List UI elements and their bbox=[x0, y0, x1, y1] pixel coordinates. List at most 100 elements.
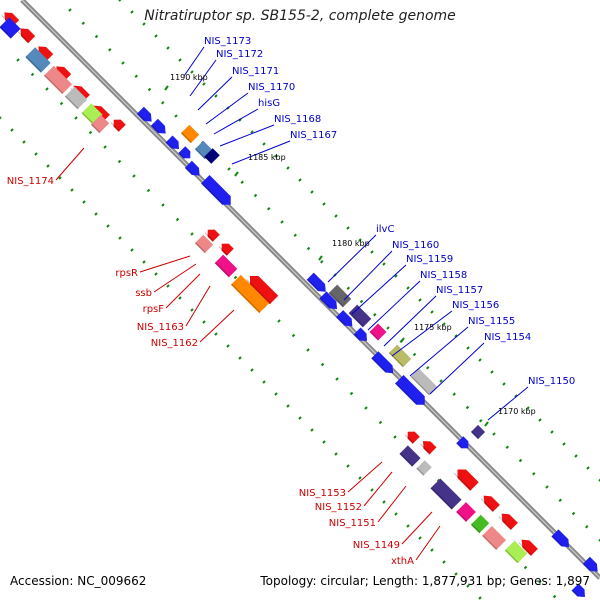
tick-mark bbox=[94, 212, 98, 216]
leader-reverse bbox=[185, 285, 211, 327]
forward-box-b0 bbox=[180, 124, 200, 144]
tick-mark bbox=[306, 348, 310, 352]
kbp-tick bbox=[164, 85, 169, 91]
tick-mark bbox=[240, 180, 244, 184]
tick-mark bbox=[454, 334, 458, 338]
reverse-gene-c0-shade bbox=[204, 232, 214, 242]
tick-mark bbox=[492, 432, 496, 436]
tick-mark bbox=[426, 366, 430, 370]
tick-mark bbox=[558, 498, 562, 502]
reverse-gene-a6-shape bbox=[113, 119, 126, 132]
forward-gene-f0 bbox=[456, 436, 469, 449]
gene-label-reverse: rpsF bbox=[143, 304, 165, 315]
reverse-box-a1-shade bbox=[44, 74, 64, 94]
reverse-box-a4 bbox=[90, 114, 110, 134]
reverse-gene-a4-shape bbox=[73, 85, 90, 102]
tick-mark bbox=[88, 130, 93, 135]
reverse-gene-e5-shape bbox=[521, 539, 538, 556]
forward-gene-d4 bbox=[371, 351, 394, 374]
tick-mark bbox=[274, 154, 278, 158]
tick-mark bbox=[334, 452, 338, 456]
tick-mark bbox=[81, 21, 85, 25]
tick-mark bbox=[359, 299, 364, 304]
tick-mark bbox=[346, 464, 350, 468]
forward-gene-d5-shape bbox=[395, 375, 425, 405]
tick-mark bbox=[227, 167, 231, 171]
forward-gene-f2-shade bbox=[551, 535, 563, 547]
leader-forward bbox=[383, 295, 437, 347]
forward-gene-f1-shape bbox=[470, 424, 486, 440]
tick-mark bbox=[142, 260, 146, 264]
topology-label: Topology: circular; Length: 1,877,931 bp… bbox=[260, 574, 590, 588]
reverse-gene-a3-shape bbox=[56, 66, 72, 82]
tick-mark bbox=[130, 248, 134, 252]
forward-gene-f1-shade bbox=[471, 430, 480, 439]
tick-mark bbox=[526, 406, 530, 410]
tick-mark bbox=[132, 174, 136, 178]
kbp-tick bbox=[318, 255, 323, 261]
tick-mark bbox=[370, 250, 374, 254]
gene-label-reverse: NIS_1162 bbox=[151, 338, 198, 349]
tick-mark bbox=[598, 478, 600, 482]
tick-mark bbox=[523, 565, 528, 570]
forward-gene-d0 bbox=[306, 272, 326, 292]
leader-forward bbox=[231, 140, 291, 165]
tick-mark bbox=[16, 58, 20, 62]
reverse-gene-e2 bbox=[453, 469, 479, 491]
kbp-tick bbox=[234, 171, 239, 177]
reverse-box-e3-shade bbox=[456, 510, 468, 522]
reverse-box-e4-shade bbox=[471, 523, 481, 533]
forward-box-d3-shade bbox=[389, 352, 404, 367]
gene-label-reverse: xthA bbox=[391, 556, 414, 567]
forward-box-d1-shape bbox=[348, 304, 372, 328]
forward-gene-f1 bbox=[470, 424, 486, 440]
forward-gene-b0-shade bbox=[137, 112, 145, 121]
tick-mark bbox=[562, 442, 566, 446]
gene-label-forward: NIS_1170 bbox=[248, 82, 295, 93]
tick-mark bbox=[358, 476, 362, 480]
tick-mark bbox=[134, 74, 138, 78]
tick-mark bbox=[466, 584, 470, 588]
tick-mark bbox=[118, 236, 122, 240]
leader-forward bbox=[183, 46, 205, 77]
forward-gene-d4-shade bbox=[371, 357, 387, 373]
forward-gene-f0-shade bbox=[456, 442, 463, 449]
leader-reverse bbox=[377, 485, 407, 523]
tick-mark bbox=[373, 313, 377, 317]
tick-mark bbox=[121, 61, 125, 65]
reverse-box-c0-shape bbox=[194, 234, 214, 254]
gene-label-forward: ilvC bbox=[376, 224, 394, 235]
tick-mark bbox=[346, 286, 350, 290]
gene-label-reverse: NIS_1174 bbox=[7, 176, 54, 187]
forward-gene-b1-shade bbox=[151, 124, 159, 133]
leader-forward bbox=[343, 250, 393, 301]
gene-label-reverse: ssb bbox=[135, 288, 152, 299]
forward-box-d4-shape bbox=[410, 368, 438, 396]
tick-mark bbox=[94, 34, 99, 39]
leader-forward bbox=[205, 92, 249, 125]
tick-mark bbox=[320, 362, 325, 367]
tick-mark bbox=[310, 190, 314, 194]
tick-mark bbox=[430, 310, 434, 314]
tick-mark bbox=[320, 260, 324, 264]
tick-mark bbox=[108, 48, 112, 52]
tick-mark bbox=[442, 560, 446, 564]
kbp-label: 1190 kbp bbox=[170, 73, 208, 82]
tick-mark bbox=[490, 370, 494, 374]
reverse-box-c2-shape bbox=[230, 274, 270, 314]
gene-label-forward: NIS_1157 bbox=[436, 285, 483, 296]
reverse-box-e3-shape bbox=[456, 502, 476, 522]
map-title: Nitratiruptor sp. SB155-2, complete geno… bbox=[144, 8, 456, 24]
forward-gene-b5 bbox=[201, 175, 231, 205]
reverse-box-e6-shape bbox=[504, 540, 528, 564]
forward-box-b0-shape bbox=[180, 124, 200, 144]
forward-gene-b1 bbox=[150, 118, 166, 134]
forward-box-d4 bbox=[410, 368, 438, 396]
tick-mark bbox=[30, 72, 35, 77]
gene-label-forward: NIS_1156 bbox=[452, 300, 499, 311]
tick-mark bbox=[59, 101, 64, 106]
tick-mark bbox=[154, 272, 158, 276]
reverse-gene-a6 bbox=[110, 119, 126, 132]
tick-mark bbox=[514, 394, 518, 398]
